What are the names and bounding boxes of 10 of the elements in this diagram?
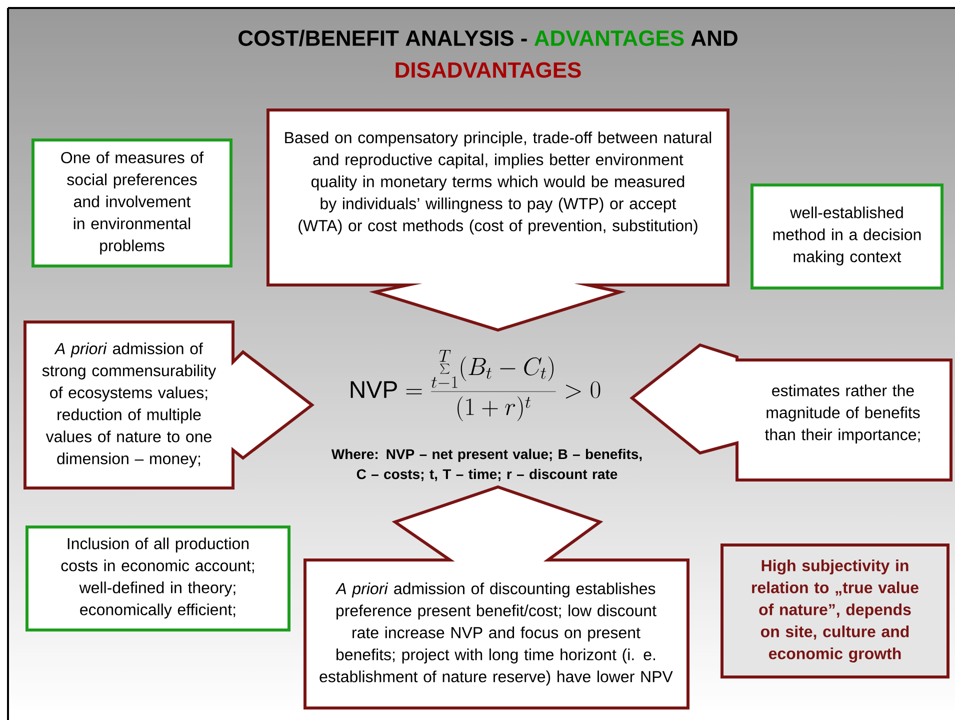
callout-box: A priori admission of strong commensurability of ecosystems values; reduction of multiple values of nature to one dimension – money; xyxy=(24,320,314,490)
formula: $\mathrm{NVP} = \frac{\sum\limits_{t-1}^{T} (B_t - C_t)}{(1+r)^t} > 0$ xyxy=(350,350,600,422)
text-box: Inclusion of all production costs in economic account; well-defined in theory; economically efficient; xyxy=(26,526,290,632)
callout-box: Based on compensatory principle, trade-off between natural and reproductive capital, implies better environment quality in monetary terms which would be measured by individuals’ willingness to pay (WTP) or accept (WTA) or cost methods (cost of prevention, substitution) xyxy=(266,108,730,332)
title: COST/BENEFIT ANALYSIS - ADVANTAGES AND xyxy=(238,30,738,46)
text-box: well-established method in a decision making context xyxy=(750,184,944,290)
title: DISADVANTAGES xyxy=(396,62,581,78)
text-box: High subjectivity in relation to „true value of nature”, depends on site, culture and economic growth xyxy=(720,544,950,678)
callout-box: A priori admission of discounting establishes preference present benefit/cost; low discount rate increase NVP and focus on present benefits; project with long time horizont (i. e. establishment of nature reserve) have lower NPV xyxy=(304,485,690,710)
text-box: One of measures of social preferences and involvement in environmental problems xyxy=(32,138,232,268)
